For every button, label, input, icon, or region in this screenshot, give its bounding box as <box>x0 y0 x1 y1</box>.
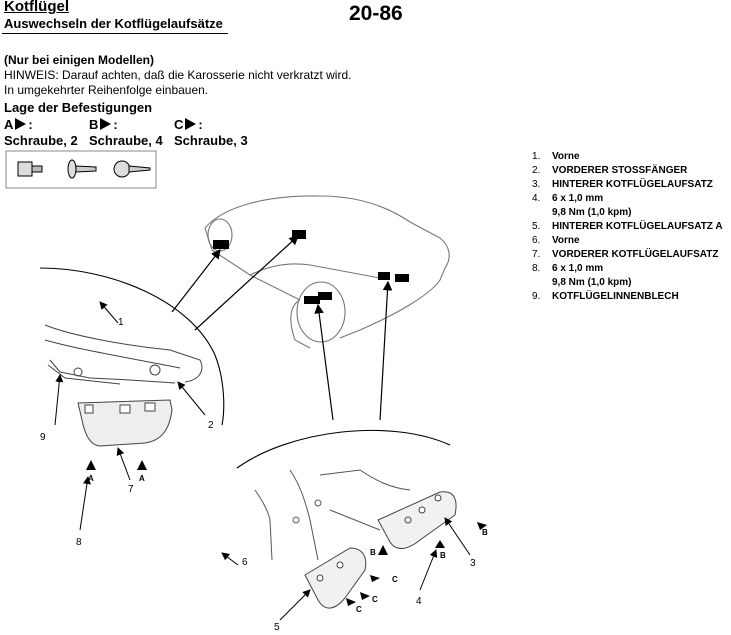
fastener-b: B: Schraube, 4 <box>89 117 163 149</box>
rear-detail-boundary <box>236 429 451 469</box>
callout-3: 3 <box>470 558 476 569</box>
bolt-washer-icon <box>17 161 43 177</box>
legend-item: 7. VORDERER KOTFLÜGELAUFSATZ <box>532 248 723 262</box>
legend-subtext: 9,8 Nm (1,0 kpm) <box>552 207 632 218</box>
callout-1: 1 <box>118 317 124 328</box>
legend-text: HINTERER KOTFLÜGELAUFSATZ <box>552 179 713 190</box>
legend-item: 6. Vorne <box>532 234 723 248</box>
fastener-colon: : <box>28 117 33 132</box>
legend-item: 9. KOTFLÜGELINNENBLECH <box>532 290 723 304</box>
legend-item: 8. 6 x 1,0 mm <box>532 262 723 276</box>
legend-num: 1. <box>532 151 541 162</box>
rear-body-panel <box>254 469 411 561</box>
label-a: A <box>88 474 94 483</box>
legend-num: 4. <box>532 193 541 204</box>
callout-9: 9 <box>40 432 46 443</box>
legend-subtext: 9,8 Nm (1,0 kpm) <box>552 277 632 288</box>
legend-num: 7. <box>532 249 541 260</box>
fastener-heading: Lage der Befestigungen <box>4 100 153 115</box>
reverse-note: In umgekehrter Reihenfolge einbauen. <box>4 83 209 97</box>
legend-text: VORDERER STOSSFÄNGER <box>552 165 688 176</box>
callout-6: 6 <box>242 557 248 568</box>
fastener-icons <box>5 150 157 189</box>
page-number: 20-86 <box>349 2 403 25</box>
fender-clip-markers <box>213 230 409 304</box>
triangle-marker-icon <box>15 118 27 130</box>
label-c: C <box>392 575 398 584</box>
page-title: Kotflügel <box>4 0 69 15</box>
triangle-marker-icon <box>185 118 197 130</box>
label-a: A <box>139 474 145 483</box>
legend-item: 3. HINTERER KOTFLÜGELAUFSATZ <box>532 178 723 192</box>
parts-legend: 1. Vorne 2. VORDERER STOSSFÄNGER 3. HINTERE… <box>532 150 723 304</box>
fastener-letter: B <box>89 117 99 132</box>
legend-text: 6 x 1,0 mm <box>552 193 604 204</box>
fastener-letter: C <box>174 117 184 132</box>
hinweis-note: HINWEIS: Darauf achten, daß die Karosser… <box>4 68 352 82</box>
front-fender-liner <box>77 399 173 447</box>
legend-num: 2. <box>532 165 541 176</box>
screw-b-icon <box>113 160 151 178</box>
models-note: (Nur bei einigen Modellen) <box>4 53 155 67</box>
legend-text: 6 x 1,0 mm <box>552 263 604 274</box>
legend-item: 4. 6 x 1,0 mm <box>532 192 723 206</box>
label-b: B <box>482 528 488 537</box>
callout-7: 7 <box>128 484 134 495</box>
callout-4: 4 <box>416 596 422 607</box>
legend-num: 9. <box>532 291 541 302</box>
diagram-labels: 1 2 3 4 5 6 7 8 9 A A B B B C C C <box>40 317 488 633</box>
fastener-c: C: Schraube, 3 <box>174 117 248 149</box>
label-c: C <box>356 605 362 614</box>
fastener-letter: A <box>4 117 14 132</box>
screw-a-icon <box>67 159 97 179</box>
car-body-outline <box>204 195 450 349</box>
fastener-desc: Schraube, 4 <box>89 133 163 148</box>
legend-text: HINTERER KOTFLÜGELAUFSATZ A <box>552 221 723 232</box>
page-subtitle: Auswechseln der Kotflügelaufsätze <box>4 16 223 31</box>
callout-8: 8 <box>76 537 82 548</box>
fastener-desc: Schraube, 3 <box>174 133 248 148</box>
fastener-colon: : <box>198 117 203 132</box>
fastener-desc: Schraube, 2 <box>4 133 78 148</box>
legend-num: 5. <box>532 221 541 232</box>
legend-item: 5. HINTERER KOTFLÜGELAUFSATZ A <box>532 220 723 234</box>
callout-2: 2 <box>208 420 214 431</box>
fastener-colon: : <box>113 117 118 132</box>
label-c: C <box>372 595 378 604</box>
legend-item: 2. VORDERER STOSSFÄNGER <box>532 164 723 178</box>
leader-lines <box>171 235 393 421</box>
legend-num: 8. <box>532 263 541 274</box>
triangle-marker-icon <box>100 118 112 130</box>
legend-item: 1. Vorne <box>532 150 723 164</box>
callout-5: 5 <box>274 622 280 633</box>
intro-block: (Nur bei einigen Modellen) HINWEIS: Dara… <box>4 53 351 98</box>
fastener-a: A: Schraube, 2 <box>4 117 78 149</box>
front-detail-boundary <box>39 267 225 426</box>
legend-text: Vorne <box>552 151 580 162</box>
legend-text: VORDERER KOTFLÜGELAUFSATZ <box>552 249 719 260</box>
label-b: B <box>370 548 376 557</box>
rear-fender-trim-a <box>304 547 367 609</box>
front-bumper-assembly <box>44 324 203 385</box>
direction-triangles <box>86 460 487 606</box>
header-rule <box>2 33 228 34</box>
legend-text: KOTFLÜGELINNENBLECH <box>552 291 679 302</box>
legend-num: 3. <box>532 179 541 190</box>
legend-text: Vorne <box>552 235 580 246</box>
legend-num: 6. <box>532 235 541 246</box>
rear-fender-trim <box>377 491 457 549</box>
label-b: B <box>440 551 446 560</box>
callout-arrows <box>54 301 471 621</box>
